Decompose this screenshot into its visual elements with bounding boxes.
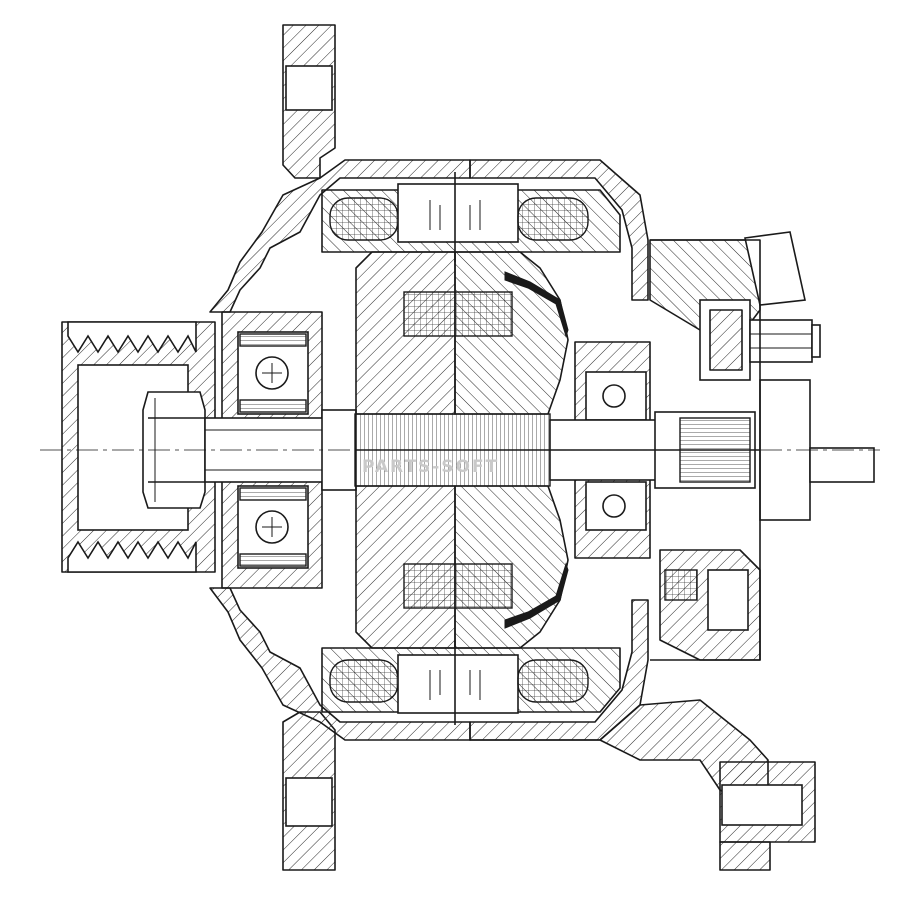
- front-bearing: [237, 331, 309, 569]
- stator-core-upper: [321, 172, 621, 262]
- drive-pulley: [61, 321, 216, 573]
- rotor-claw-pole-upper: [355, 251, 569, 415]
- watermark: PARTS-SOFT: [362, 457, 499, 477]
- rotor-claw-pole-lower: [355, 485, 569, 649]
- stator-core-lower: [321, 640, 621, 725]
